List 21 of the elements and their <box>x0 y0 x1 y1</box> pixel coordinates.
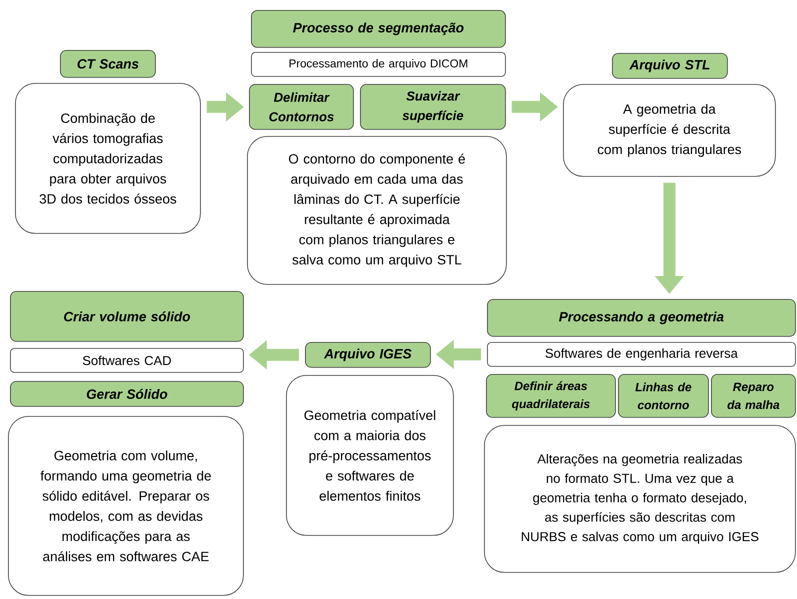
text-box: Geometria com volume, formando uma geometria de sólido editável. Preparar os modelos, com as devidas modificações para as análises em softwares CAE <box>8 416 244 596</box>
header-box: Processo de segmentação <box>251 10 506 48</box>
text-box: Alterações na geometria realizadas no formato STL. Uma vez que a geometria tenha o formato desejado, as superfícies são descritas com NURBS e salvas como um arquivo IGES <box>484 425 796 573</box>
header-box: CT Scans <box>60 50 156 78</box>
text-box: Geometria compatível com a maioria dos pré-processamentos e softwares de elementos finitos <box>286 375 454 536</box>
header-box: Definir áreas quadrilaterais <box>486 374 616 418</box>
label-box: Softwares CAD <box>10 348 244 373</box>
label-box: Softwares de engenharia reversa <box>487 342 796 367</box>
header-box: Gerar Sólido <box>10 381 244 407</box>
label-box: Processamento de arquivo DICOM <box>251 52 506 77</box>
header-box: Criar volume sólido <box>10 291 244 342</box>
header-box: Arquivo IGES <box>305 342 431 368</box>
header-box: Suavizar superfície <box>360 84 506 130</box>
header-box: Reparo da malha <box>711 374 796 418</box>
text-box: Combinação de vários tomografias computadorizadas para obter arquivos 3D dos tecidos ósseos <box>15 83 201 234</box>
text-box: O contorno do componente é arquivado em cada uma das lâminas do CT. A superfície resultante é aproximada com planos triangulares e salva como um arquivo STL <box>247 136 507 285</box>
header-box: Delimitar Contornos <box>249 84 354 130</box>
header-box: Arquivo STL <box>612 53 728 79</box>
text-box: A geometria da superfície é descrita com planos triangulares <box>563 84 776 177</box>
header-box: Linhas de contorno <box>618 374 709 418</box>
header-box: Processando a geometria <box>487 299 796 337</box>
